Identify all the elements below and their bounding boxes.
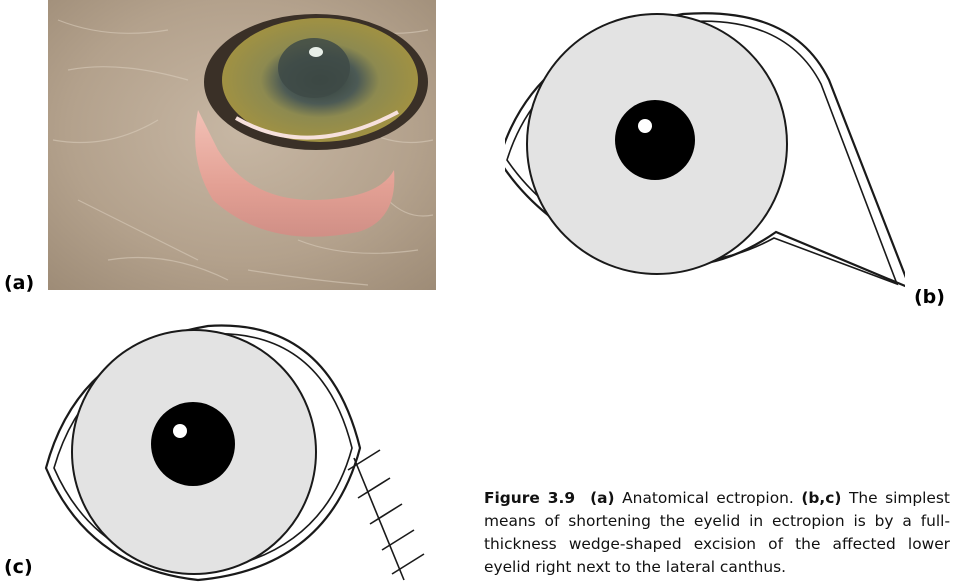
figure-number: Figure 3.9 (484, 489, 575, 507)
suture-line (348, 450, 424, 580)
pupil-highlight-c (173, 424, 187, 438)
caption-label-bc: (b,c) (801, 489, 841, 507)
panel-label-c: (c) (4, 556, 33, 578)
figure-caption: Figure 3.9 (a) Anatomical ectropion. (b,… (484, 487, 950, 579)
pupil-highlight-b (638, 119, 652, 133)
ectropion-photo (48, 0, 436, 290)
sutured-eyelid-diagram (38, 318, 438, 584)
caption-text-a: Anatomical ectropion. (622, 489, 794, 507)
panel-label-b: (b) (914, 286, 945, 308)
pupil (278, 38, 350, 98)
wedge-excision-diagram (505, 0, 905, 310)
panel-label-a: (a) (4, 272, 34, 294)
corneal-reflection (309, 47, 323, 57)
pupil-b (615, 100, 695, 180)
pupil-c (151, 402, 235, 486)
caption-label-a: (a) (590, 489, 614, 507)
